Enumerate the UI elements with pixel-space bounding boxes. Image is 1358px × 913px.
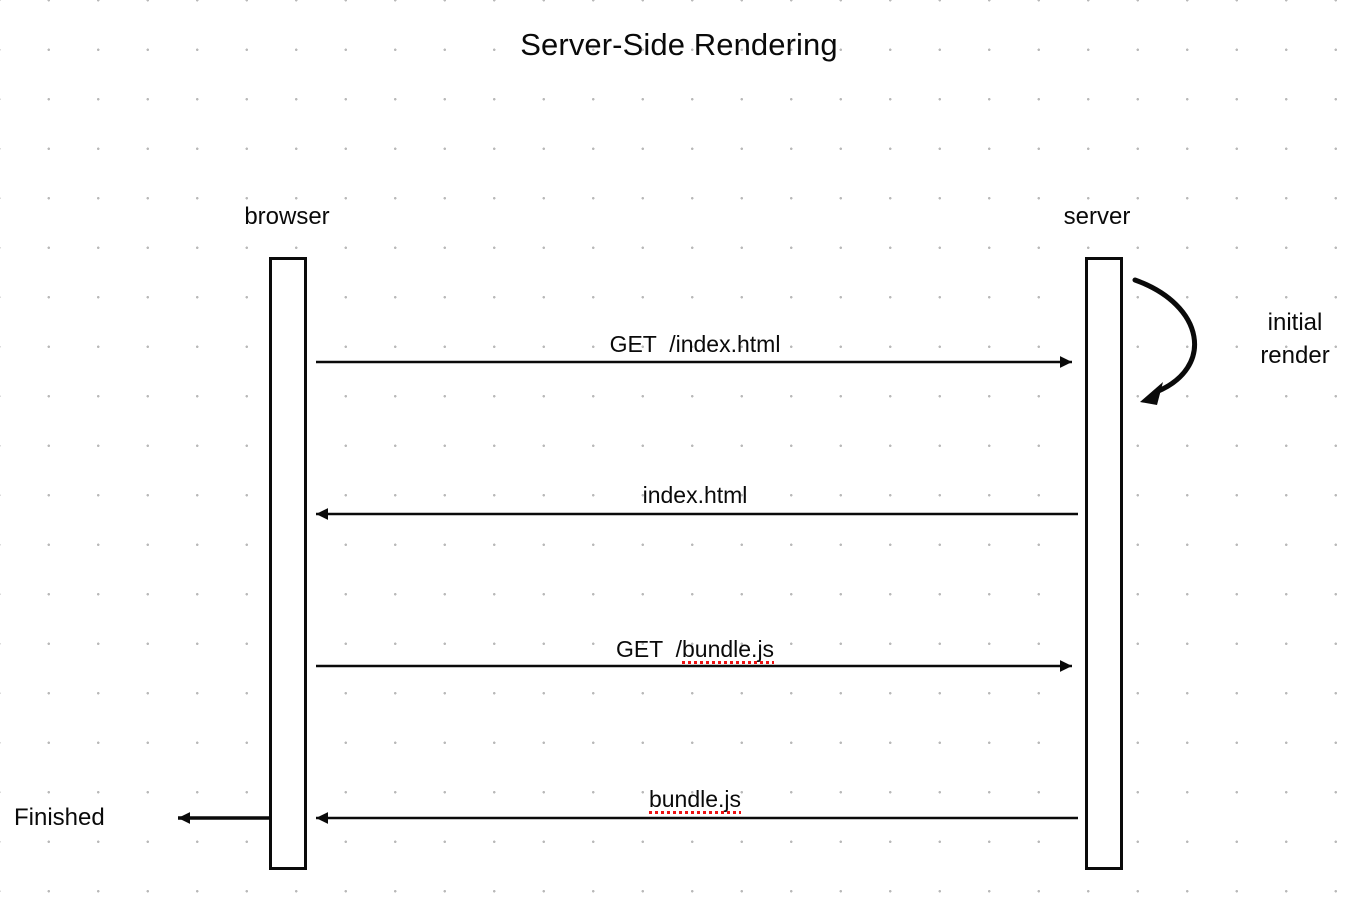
lifeline-box-browser [269, 257, 307, 870]
spellcheck-underlined-text: bundle.js [648, 786, 742, 814]
message-label-prefix: GET / [615, 636, 682, 662]
self-message-arrowhead-initial-render [1140, 382, 1163, 405]
message-label-get-bundle-js: GET /bundle.js [495, 636, 895, 664]
self-message-curve-initial-render [1132, 277, 1197, 395]
self-message-note-initial-render: initial render [1232, 306, 1358, 372]
spellcheck-underlined-text: bundle.js [681, 636, 775, 664]
lifeline-box-server [1085, 257, 1123, 870]
note-line-2: render [1260, 342, 1330, 369]
lifeline-label-server: server [1063, 203, 1131, 230]
lifeline-label-browser: browser [244, 203, 330, 230]
message-label-get-index-html: GET /index.html [609, 331, 781, 357]
note-line-1: initial [1267, 309, 1323, 336]
message-label-bundle-js: bundle.js [495, 786, 895, 814]
page-title: Server-Side Rendering [520, 27, 838, 62]
message-label-index-html: index.html [642, 482, 748, 508]
terminal-label-finished: Finished [14, 804, 105, 831]
